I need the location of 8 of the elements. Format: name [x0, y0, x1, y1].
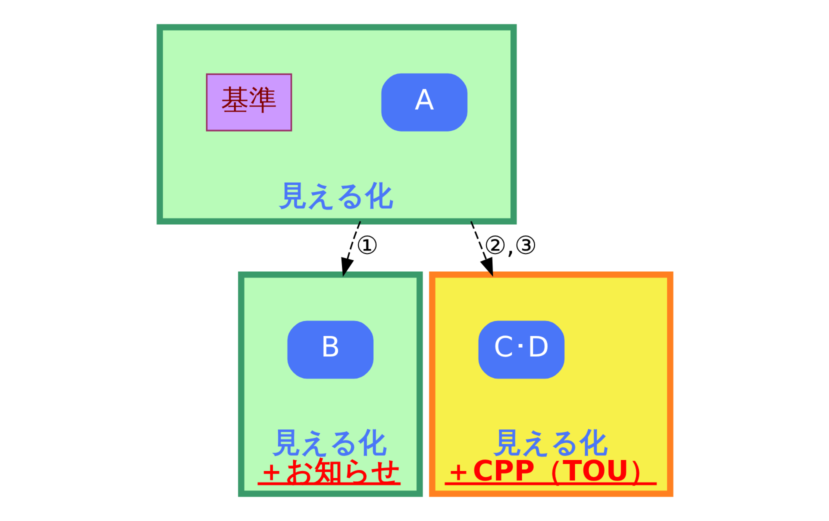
node-box: C･D: [478, 320, 564, 379]
node-box: B: [286, 320, 373, 379]
node-box: A: [380, 73, 467, 132]
edge-label: ①: [356, 230, 378, 260]
node-box: 基準: [205, 73, 292, 132]
arrow: [470, 221, 493, 277]
arrow: [340, 221, 361, 277]
edge-label: ②,③: [484, 230, 536, 260]
